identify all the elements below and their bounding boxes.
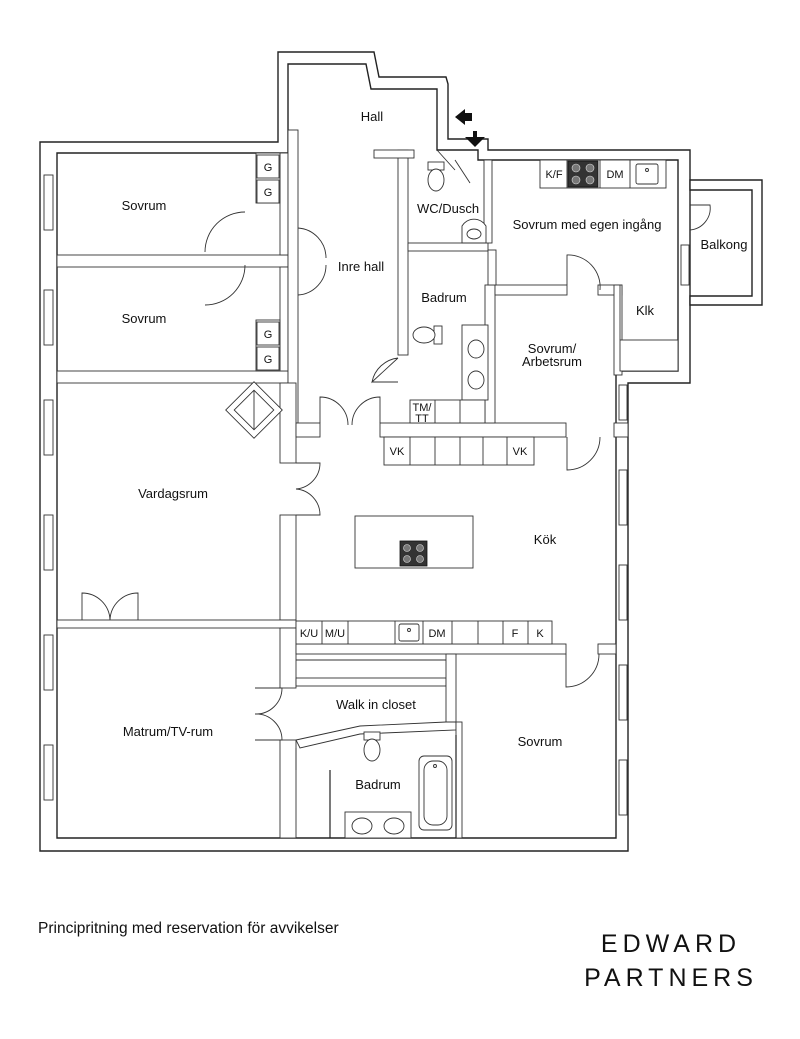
label-badrum-1: Badrum	[421, 290, 467, 305]
label-f: F	[512, 628, 519, 640]
label-vk-left: VK	[390, 446, 405, 458]
label-sovrum-arbetsrum-1: Sovrum/	[528, 341, 577, 356]
label-vk-right: VK	[513, 446, 528, 458]
label-tmtt-1: TM/	[413, 402, 433, 414]
balkong-outline	[689, 179, 763, 306]
label-sovrum-3: Sovrum	[518, 734, 563, 749]
label-hall: Hall	[361, 109, 384, 124]
label-g-2: G	[264, 187, 273, 199]
label-vardagsrum: Vardagsrum	[138, 486, 208, 501]
windows-left	[43, 174, 690, 816]
brand-logo-line2: PARTNERS	[584, 964, 758, 992]
label-sovrum-egen-ingang: Sovrum med egen ingång	[513, 217, 662, 232]
label-walk-in-closet: Walk in closet	[336, 697, 416, 712]
label-sovrum-1: Sovrum	[122, 198, 167, 213]
label-tmtt-2: TT	[415, 413, 429, 425]
label-klk: Klk	[636, 303, 655, 318]
label-g-1: G	[264, 162, 273, 174]
label-badrum-2: Badrum	[355, 777, 401, 792]
label-k: K	[536, 628, 544, 640]
disclaimer-text: Principritning med reservation för avvik…	[38, 920, 339, 937]
label-inre-hall: Inre hall	[338, 259, 384, 274]
brand-logo-line1: EDWARD	[600, 930, 742, 958]
label-kok: Kök	[534, 532, 557, 547]
label-dm-kitchen: DM	[428, 628, 445, 640]
label-ku: K/U	[300, 628, 318, 640]
label-g-3: G	[264, 329, 273, 341]
entrance-arrow-icon	[455, 109, 485, 147]
fixtures	[225, 154, 679, 839]
label-g-4: G	[264, 354, 273, 366]
label-mu: M/U	[325, 628, 345, 640]
label-matrum-tv: Matrum/TV-rum	[123, 724, 213, 739]
doors	[81, 149, 711, 770]
label-kf-top: K/F	[545, 169, 562, 181]
label-dm-top: DM	[606, 169, 623, 181]
label-sovrum-2: Sovrum	[122, 311, 167, 326]
label-wc-dusch: WC/Dusch	[417, 201, 479, 216]
label-balkong: Balkong	[701, 237, 748, 252]
label-sovrum-arbetsrum-2: Arbetsrum	[522, 354, 582, 369]
